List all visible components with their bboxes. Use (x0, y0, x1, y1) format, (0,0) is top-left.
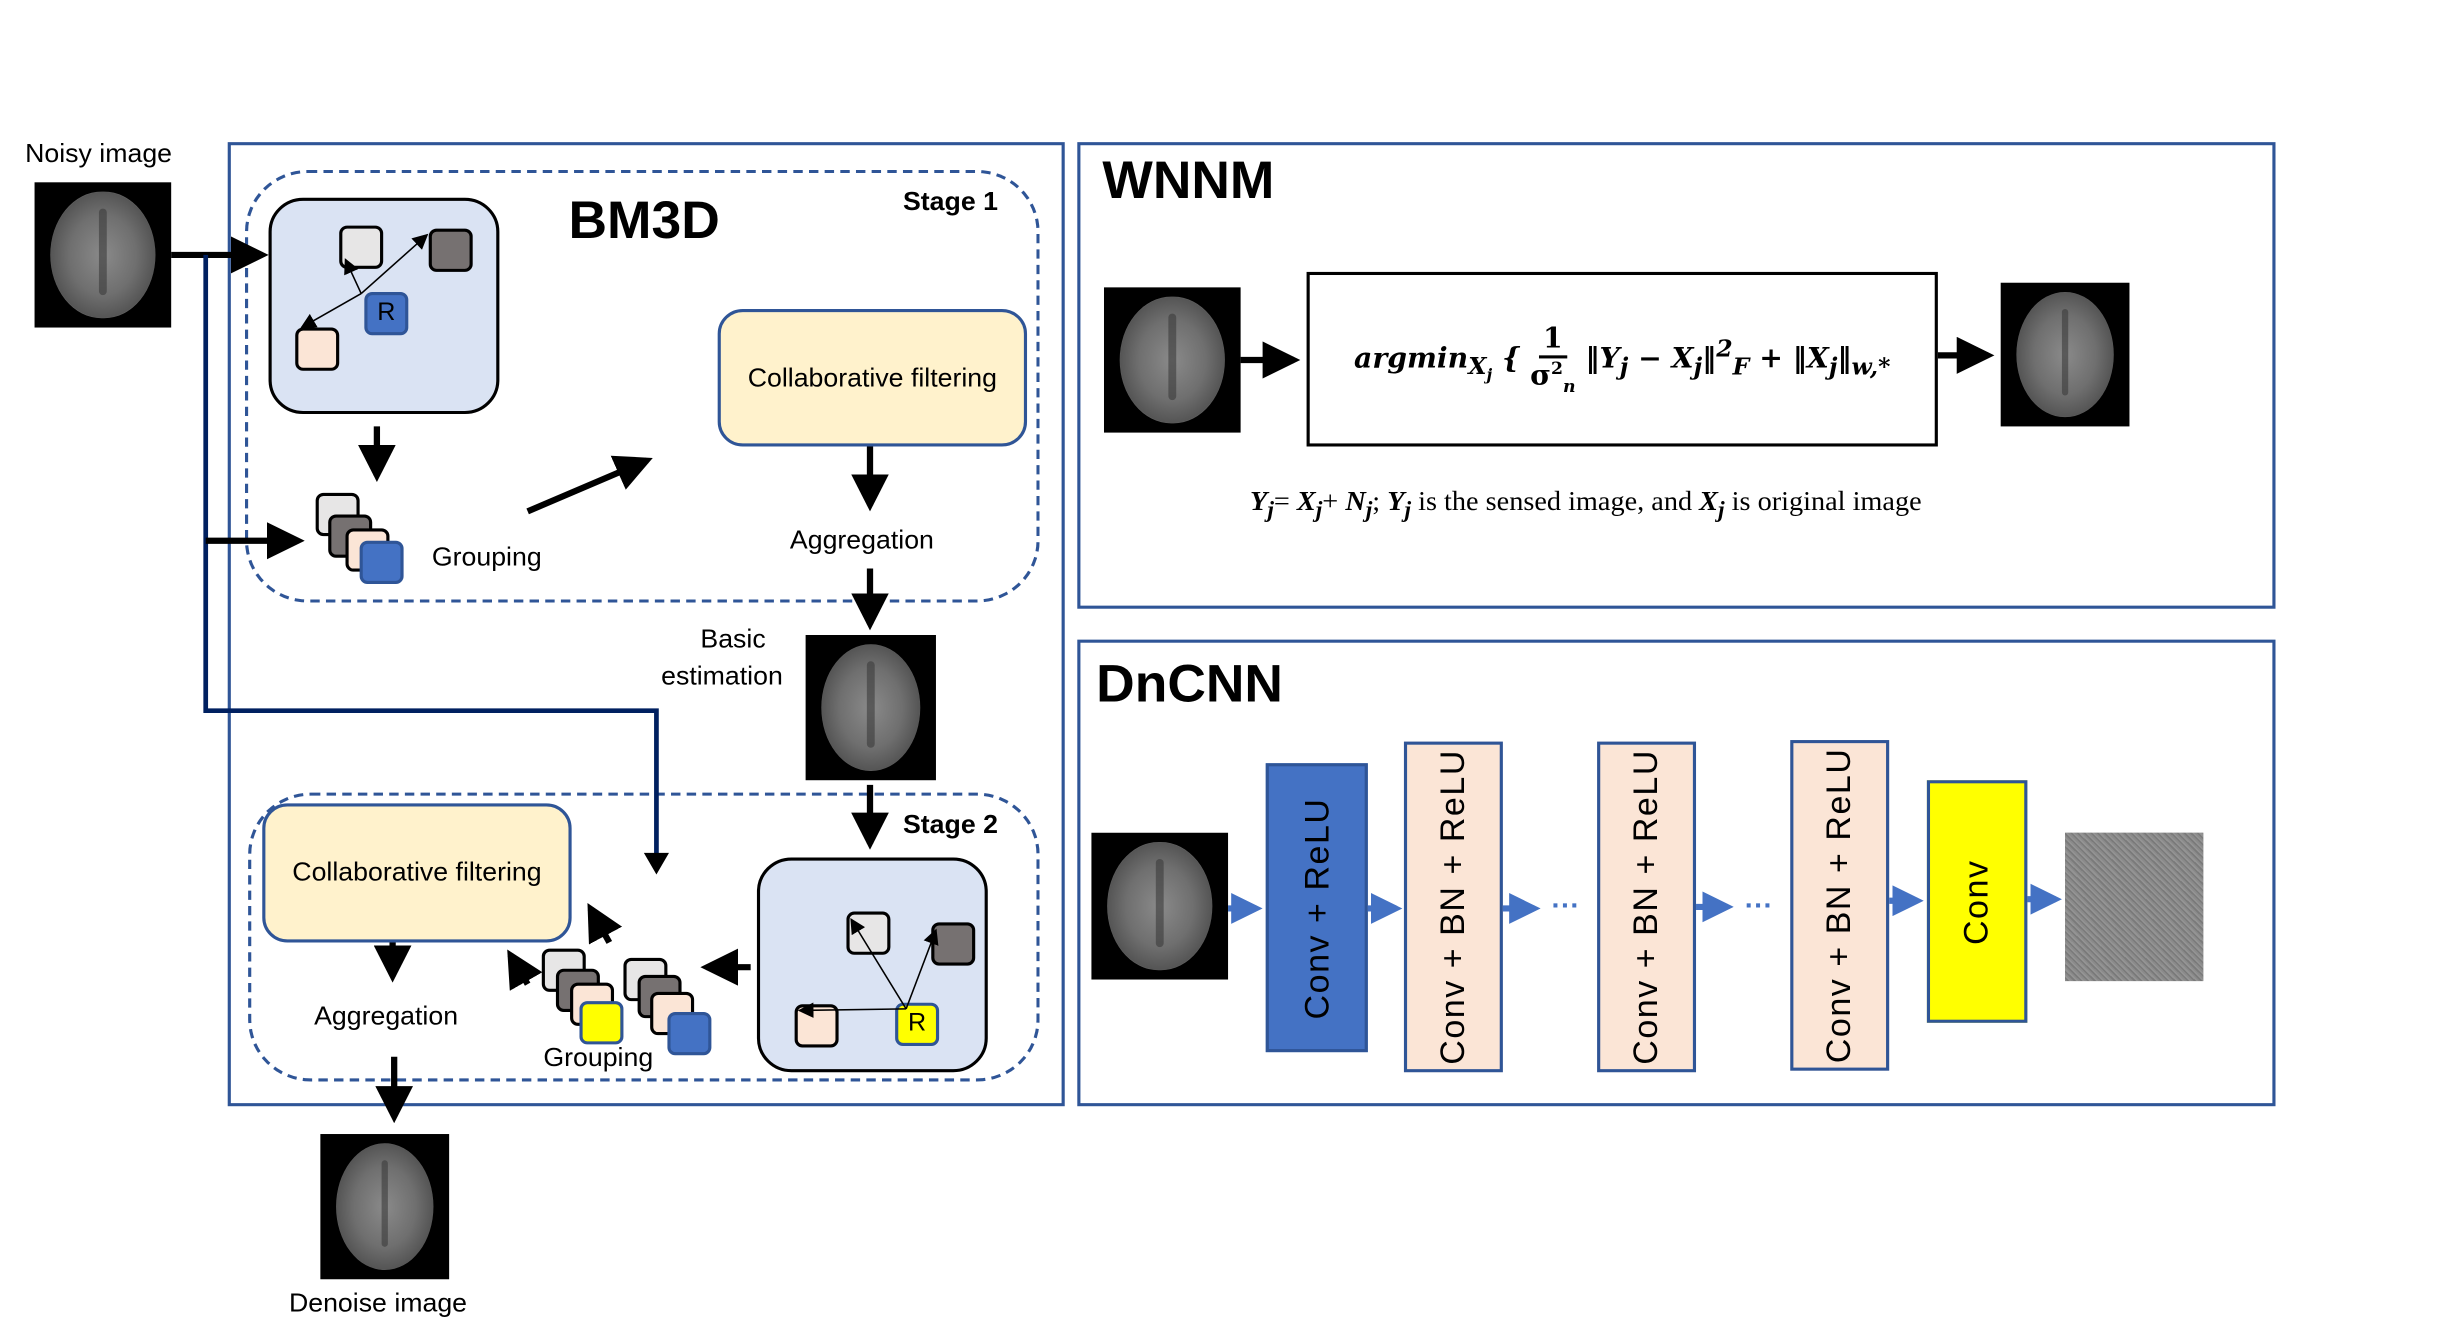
stage2-aggregation-label: Aggregation (314, 1001, 459, 1031)
stage1-reference-patch: R (364, 292, 409, 336)
noisy-image-label: Noisy image (25, 139, 173, 169)
stage1-similar-patch-light (339, 225, 384, 269)
stage2-collaborative-filtering: Collaborative filtering (262, 803, 572, 943)
wnnm-panel (1077, 142, 2276, 609)
wnnm-title: WNNM (1102, 151, 1275, 211)
dncnn-layer-conv-bn-relu-2: Conv + BN + ReLU (1597, 741, 1697, 1073)
stage2-similar-patch-peach (794, 1004, 839, 1048)
dncnn-layer-conv: Conv (1926, 780, 2028, 1023)
stage1-grouping-label: Grouping (431, 542, 542, 572)
dncnn-panel (1077, 639, 2276, 1107)
stage1-group-patch-4 (359, 540, 404, 585)
basic-estimation-label-line1: Basic (700, 624, 766, 654)
stage1-similar-patch-peach (295, 327, 340, 371)
bm3d-title: BM3D (568, 191, 720, 251)
stage2-reference-patch: R (895, 1002, 940, 1046)
stage1-label: Stage 1 (902, 186, 998, 217)
dncnn-layer-conv-relu: Conv + ReLU (1265, 763, 1368, 1053)
dncnn-ellipsis-2: ··· (1744, 889, 1773, 921)
wnnm-caption: Yj= Xj+ Nj; Yj is the sensed image, and … (1250, 485, 1922, 524)
stage1-similar-patch-dark (428, 228, 473, 272)
dncnn-input-image (1091, 832, 1229, 980)
dncnn-title: DnCNN (1096, 655, 1283, 714)
denoise-image-label: Denoise image (288, 1288, 468, 1318)
wnnm-input-image (1103, 287, 1241, 433)
dncnn-residual-noise-image (2065, 832, 2204, 982)
stage1-collaborative-filtering: Collaborative filtering (717, 309, 1028, 447)
denoised-image (320, 1134, 450, 1280)
stage2-group-b-patch-4 (667, 1011, 712, 1056)
basic-estimate-image (805, 634, 936, 781)
wnnm-output-image (2000, 282, 2130, 427)
stage1-aggregation-label: Aggregation (789, 525, 934, 555)
dncnn-layer-conv-bn-relu-1: Conv + BN + ReLU (1403, 741, 1503, 1073)
wnnm-formula: argminXj { 1 σ2n ‖Yj − Xj‖2F + ‖Xj‖w,* (1354, 322, 1891, 396)
dncnn-layer-conv-bn-relu-3: Conv + BN + ReLU (1790, 740, 1890, 1071)
stage2-similar-patch-dark (931, 922, 976, 966)
noisy-image (34, 182, 172, 328)
stage2-similar-patch-light (846, 911, 891, 955)
dncnn-ellipsis-1: ··· (1551, 889, 1580, 921)
wnnm-formula-box: argminXj { 1 σ2n ‖Yj − Xj‖2F + ‖Xj‖w,* (1306, 271, 1938, 447)
stage2-label: Stage 2 (902, 809, 998, 839)
stage2-grouping-label: Grouping (543, 1042, 654, 1073)
basic-estimation-label-line2: estimation (661, 661, 783, 691)
stage2-group-a-patch-4 (579, 1001, 624, 1045)
